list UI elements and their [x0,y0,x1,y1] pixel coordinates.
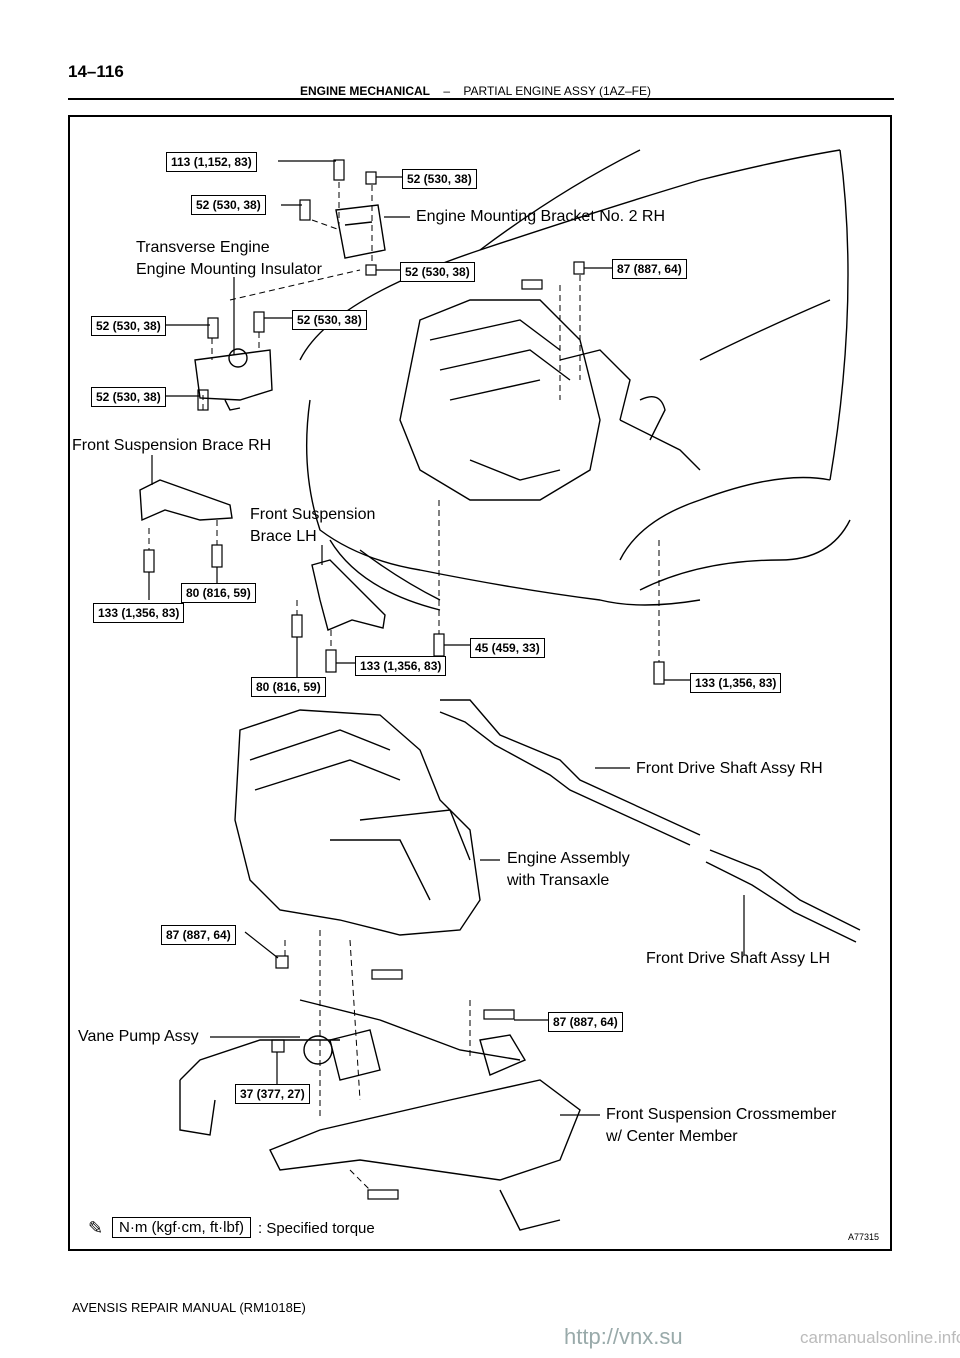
leader-lines [148,160,745,1116]
label-crossmember-line2: w/ Center Member [606,1128,738,1145]
torque-callout: 80 (816, 59) [181,583,256,603]
legend-text: : Specified torque [258,1220,375,1237]
label-engine-line1: Engine Assembly [507,850,630,867]
section-title: ENGINE MECHANICAL [300,84,431,98]
mounting-insulator [194,348,273,411]
label-crossmember-line1: Front Suspension Crossmember [606,1106,837,1123]
legend-unit-box: N·m (kgf·cm, ft·lbf) [112,1217,251,1238]
engine-in-vehicle [399,299,701,501]
figure-id: A77315 [848,1232,880,1242]
torque-callout: 52 (530, 38) [191,195,266,215]
bolts [143,159,665,1200]
page-header: ENGINE MECHANICAL – PARTIAL ENGINE ASSY … [300,84,651,98]
label-brace-lh-line2: Brace LH [250,528,317,545]
watermark-site: carmanualsonline.info [800,1328,960,1347]
torque-callout: 133 (1,356, 83) [690,673,782,693]
torque-callout: 87 (887, 64) [548,1012,623,1032]
vane-pump [303,1029,381,1081]
subsection-title: PARTIAL ENGINE ASSY (1AZ–FE) [463,84,652,98]
watermark-link[interactable]: http://vnx.su [564,1324,683,1349]
torque-callout: 52 (530, 38) [91,387,166,407]
torque-callout: 37 (377, 27) [235,1084,310,1104]
page-number: 14–116 [68,62,124,81]
engine-mounting-bracket [335,204,386,259]
label-brace-rh: Front Suspension Brace RH [72,437,272,454]
torque-callout: 133 (1,356, 83) [93,603,185,623]
label-vane-pump: Vane Pump Assy [78,1028,199,1045]
torque-callout: 133 (1,356, 83) [355,656,447,676]
torque-callout: 80 (816, 59) [251,677,326,697]
vehicle-body-outline [299,149,851,611]
header-separator: – [443,84,451,98]
label-drive-shaft-rh: Front Drive Shaft Assy RH [636,760,823,777]
crossmember [179,999,581,1231]
label-engine-mounting-bracket: Engine Mounting Bracket No. 2 RH [416,208,666,225]
torque-callout: 45 (459, 33) [470,638,545,658]
torque-callout: 87 (887, 64) [612,259,687,279]
torque-callout: 52 (530, 38) [292,310,367,330]
label-drive-shaft-lh: Front Drive Shaft Assy LH [646,950,831,967]
alignment-lines [148,182,660,1191]
engine-assembly [234,709,481,936]
torque-wrench-icon: ✎ [88,1218,104,1238]
torque-callout: 52 (530, 38) [402,169,477,189]
figure-frame [68,115,892,1251]
front-suspension-brace-lh [311,559,386,631]
header-rule [68,98,894,100]
front-drive-shaft-lh [705,849,861,943]
label-engine-line2: with Transaxle [507,872,610,889]
torque-callout: 52 (530, 38) [91,316,166,336]
front-drive-shaft-rh [439,699,701,846]
label-insulator-line2: Engine Mounting Insulator [136,261,322,278]
torque-callout: 113 (1,152, 83) [166,152,257,172]
torque-callout: 52 (530, 38) [400,262,475,282]
torque-callout: 87 (887, 64) [161,925,236,945]
front-suspension-brace-rh [139,479,233,522]
label-insulator-line1: Transverse Engine [136,239,270,256]
label-brace-lh-line1: Front Suspension [250,506,376,523]
page-footer: AVENSIS REPAIR MANUAL (RM1018E) [72,1300,306,1315]
